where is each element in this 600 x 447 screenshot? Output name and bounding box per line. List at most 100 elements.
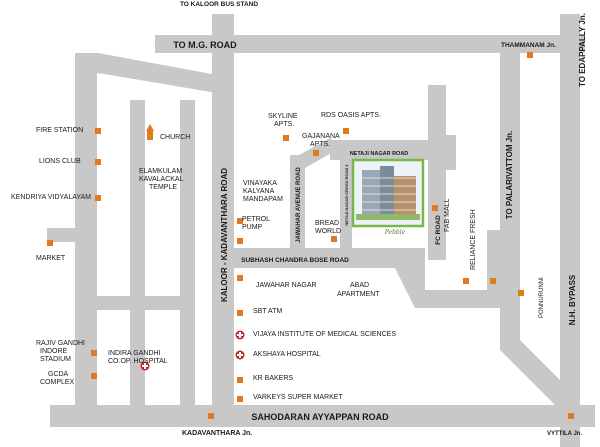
vijaya-hospital-icon — [235, 330, 245, 340]
bread-world-marker — [331, 236, 337, 242]
netaji-nagar-road — [330, 140, 428, 160]
project-tower-left — [362, 170, 380, 215]
petrol-label-1: PETROL — [242, 216, 271, 223]
sbt-atm-label: SBT ATM — [253, 308, 283, 315]
varkeys-marker — [237, 396, 243, 402]
kr-bakers-label: KR BAKERS — [253, 375, 294, 382]
project-signature: Pebble — [384, 229, 406, 236]
elamkulam-label-2: KAVALACKAL — [139, 176, 184, 183]
indira-label-1: INDIRA GANDHI — [108, 350, 161, 357]
vijaya-label: VIJAYA INSTITUTE OF MEDICAL SCIENCES — [253, 331, 397, 338]
jawahar-nagar-marker — [237, 275, 243, 281]
landmark-markers — [47, 52, 574, 419]
fire-station-label: FIRE STATION — [36, 127, 84, 134]
vinayaka-marker — [237, 218, 243, 224]
kaloor-bus-stand-label: TO KALOOR BUS STAND — [180, 1, 258, 8]
gcda-label-2: COMPLEX — [40, 379, 75, 386]
rds-oasis-label: RDS OASIS APTS. — [321, 112, 381, 119]
project-tower-right — [394, 176, 416, 215]
mg-road-label: TO M.G. ROAD — [173, 40, 237, 50]
kaloor-kadavanthara-label: KALOOR - KADAVANTHARA ROAD — [220, 168, 229, 302]
project-tower-mid — [380, 166, 394, 215]
kadavanthara-label: KADAVANTHARA Jn. — [182, 430, 253, 437]
gajanana-label-1: GAJANANA — [302, 133, 340, 140]
edappally-road — [560, 14, 580, 412]
palarivattom-road — [500, 53, 575, 410]
netaji-cross-road — [340, 155, 352, 250]
church-label: CHURCH — [160, 134, 191, 141]
palarivattom-label: TO PALARIVATTOM Jn. — [505, 131, 514, 220]
subhash-label: SUBHASH CHANDRA BOSE ROAD — [241, 257, 349, 264]
varkeys-label: VARKEYS SUPER MARKET — [253, 394, 343, 401]
fc-road-label: FC ROAD — [435, 215, 442, 245]
jawahar-nagar-label: JAWAHAR NAGAR — [256, 282, 317, 289]
market-label: MARKET — [36, 255, 66, 262]
nh-bypass-label: N.H. BYPASS — [568, 274, 577, 325]
project-greenery — [356, 214, 420, 220]
ponnurunni-lane — [487, 230, 502, 290]
rajiv-gandhi-marker — [91, 350, 97, 356]
rajiv-label-2: INDORE — [40, 348, 68, 355]
mid-lane-west — [97, 296, 182, 310]
fire-station-marker — [95, 128, 101, 134]
jawahar-avenue-label: JAWAHAR AVENUE ROAD — [296, 167, 302, 243]
sahodaran-ayyappan-road — [50, 405, 595, 427]
elamkulam-road — [130, 100, 145, 410]
sahodaran-label: SAHODARAN AYYAPPAN ROAD — [251, 412, 389, 422]
market-marker — [47, 240, 53, 246]
edappally-label: TO EDAPPALLY Jn. — [578, 13, 587, 87]
skyline-marker — [283, 135, 289, 141]
rds-oasis-marker — [343, 128, 349, 134]
akshaya-hospital-icon — [235, 350, 245, 360]
reliance-marker — [490, 278, 496, 284]
skyline-label-1: SKYLINE — [268, 113, 298, 120]
inner-lane — [180, 100, 195, 410]
vyttila-marker — [568, 413, 574, 419]
kaloor-kadavanthara-road — [212, 50, 234, 410]
church-icon — [146, 124, 154, 140]
kadavanthara-marker — [208, 413, 214, 419]
jawahar-avenue-road — [290, 155, 305, 250]
vyttila-label: VYTTILA Jn. — [547, 431, 583, 437]
kendriya-label: KENDRIYA VIDYALAYAM — [11, 194, 92, 201]
lions-club-marker — [95, 159, 101, 165]
akshaya-label: AKSHAYA HOSPITAL — [253, 351, 321, 358]
skyline-label-2: APTS. — [274, 121, 295, 128]
kr-bakers-marker — [237, 377, 243, 383]
vinayaka-label-2: KALYANA — [243, 188, 275, 195]
kendriya-lane — [47, 228, 77, 242]
indira-gandhi-hospital-icon — [140, 361, 150, 371]
vyttila-spur — [560, 425, 580, 447]
fab-mall-label: FAB MALL — [444, 198, 451, 232]
vinayaka-label-1: VINAYAKA — [243, 180, 277, 187]
thammanam-label: THAMMANAM Jn. — [501, 42, 556, 49]
sbt-atm-marker — [237, 310, 243, 316]
gcda-label-1: GCDA — [48, 371, 69, 378]
ponnurunni-label: PONNURUNNI — [539, 277, 545, 318]
indira-label-2: CO.OP. HOSPITAL — [108, 358, 168, 365]
subhash-east-bend — [395, 248, 500, 308]
petrol-pump-marker — [237, 238, 243, 244]
project-side-lane — [444, 135, 456, 170]
ponnurunni-marker — [518, 290, 524, 296]
lions-club-label: LIONS CLUB — [39, 158, 81, 165]
fc-road-marker — [432, 205, 438, 211]
abad-label-2: APARTMENT — [337, 291, 380, 298]
thammanam-marker — [527, 52, 533, 58]
netaji-cross-label: NETAJI NAGAR CROSS ROAD 1 — [344, 164, 349, 226]
elamkulam-label-3: TEMPLE — [149, 184, 178, 191]
fc-road — [428, 85, 446, 260]
roads — [47, 14, 595, 447]
project-location — [351, 158, 425, 228]
elamkulam-label-1: ELAMKULAM — [139, 168, 183, 175]
subhash-chandra-bose-road — [234, 248, 414, 268]
bread-world-label-2: WORLD — [315, 228, 342, 235]
gcda-marker — [91, 373, 97, 379]
bread-world-label-1: BREAD — [315, 220, 340, 227]
netaji-nagar-label: NETAJI NAGAR ROAD — [350, 151, 409, 157]
abad-label-1: ABAD — [350, 282, 370, 289]
kaloor-bus-stand-road — [212, 14, 234, 38]
gajanana-marker — [313, 150, 319, 156]
